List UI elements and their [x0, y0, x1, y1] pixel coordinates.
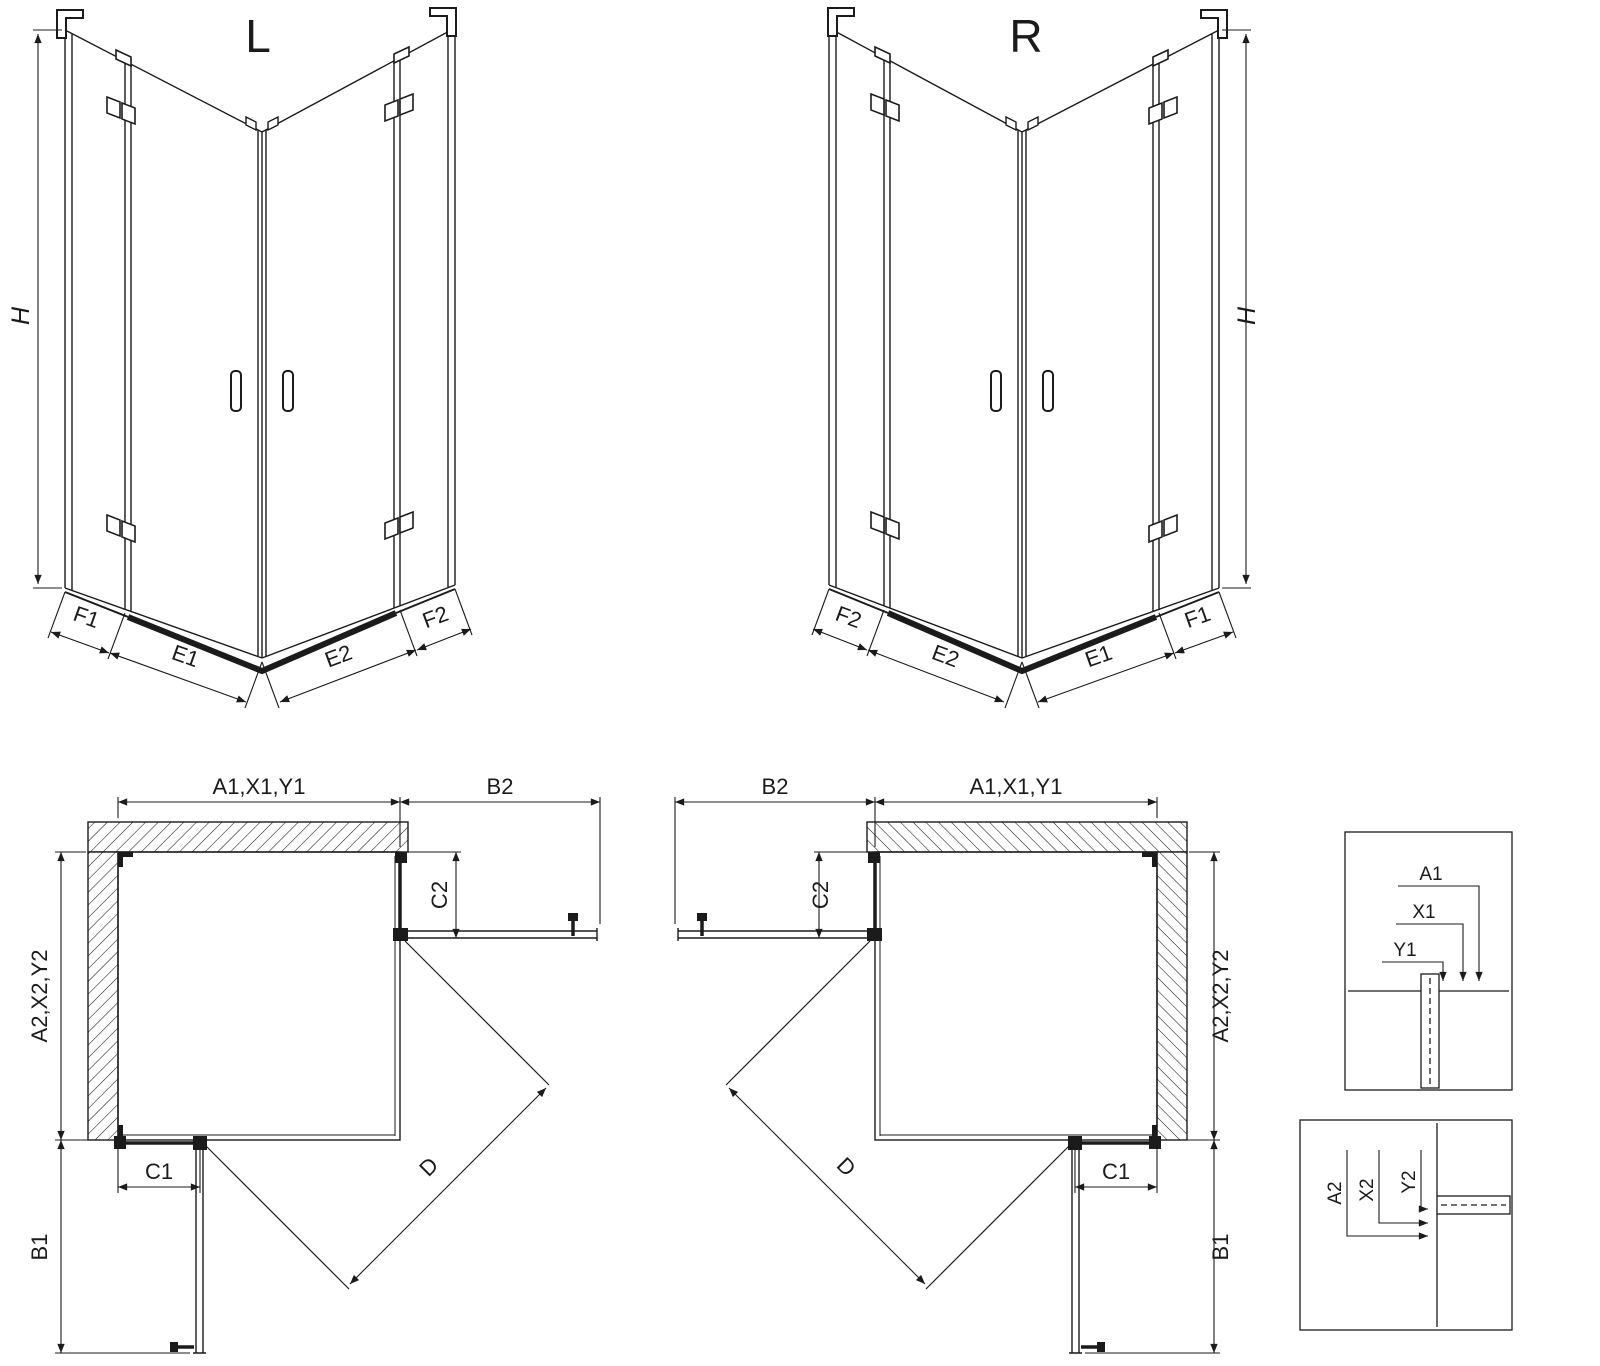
hinge-profile-right: [393, 928, 408, 941]
leader-x1: [1396, 923, 1467, 981]
plan-dimensions: [55, 797, 601, 1354]
label-d-right: D: [832, 1152, 861, 1181]
label-a2-detail: A2: [1325, 1181, 1346, 1204]
door-bottom-handle-knob: [170, 1342, 178, 1352]
dim-bottom-left-side: [47, 591, 263, 709]
shower-tray-threshold: [126, 610, 398, 675]
wall-profile-bottom-left: [114, 1136, 126, 1149]
apex-top-pivots: [245, 115, 279, 132]
label-variant-right: R: [1009, 10, 1042, 62]
right-wall-edges: [261, 27, 456, 659]
fixed-panel-outer-profile-left: [64, 30, 73, 590]
label-c2-left: C2: [427, 881, 452, 909]
label-b1-left: B1: [27, 1234, 52, 1261]
hinge-line-left: [124, 61, 132, 612]
hinge-top-left: [106, 95, 136, 126]
dim-extensions-left: [47, 591, 263, 709]
dim-e1-line: [109, 652, 247, 703]
dim-f1-line: [50, 631, 110, 654]
dim-d-line: [349, 1087, 547, 1285]
label-f2-right: F2: [832, 601, 865, 633]
label-b1-right: B1: [1208, 1234, 1233, 1261]
dim-extensions-right: [261, 588, 473, 709]
corner-profile-top-left: [118, 852, 133, 867]
dim-e2-line: [279, 649, 417, 703]
top-pivot-brackets: [115, 45, 410, 68]
leader-y2: [1418, 1150, 1428, 1213]
leader-a2: [1346, 1150, 1428, 1240]
wall-profile-top-right: [395, 852, 407, 863]
detail-top-profile-section: [1420, 973, 1440, 1089]
detail-bottom-profile-section: [1436, 1195, 1511, 1215]
detail-bottom-leaders: [1346, 1150, 1428, 1240]
hinge-profile-bottom: [193, 1136, 207, 1150]
label-variant-left: L: [245, 10, 271, 62]
left-wall-edges: [64, 29, 263, 659]
fixed-panel-outer-profile-right: [447, 25, 456, 587]
detail-box-bottom: [1299, 1119, 1513, 1331]
dim-height-extensions: [33, 29, 62, 589]
label-a1-detail: A1: [1419, 864, 1442, 885]
corner-profile-bottom-left: [118, 1125, 123, 1138]
leader-a1: [1398, 885, 1483, 981]
leader-x2: [1378, 1150, 1428, 1227]
shower-tray-inner-rim: [122, 856, 396, 1136]
hinge-bottom-right: [384, 510, 414, 541]
label-x1-detail: X1: [1412, 902, 1435, 923]
corner-apex-edges: [257, 130, 267, 658]
label-c2-right: C2: [808, 881, 833, 909]
dim-c1-extensions: [117, 1149, 201, 1193]
shower-tray-edges: [64, 588, 456, 618]
wall-bracket-top-left: [56, 9, 84, 39]
detail-box-top: [1344, 831, 1513, 1091]
door-swing-diagonals: [204, 940, 550, 1290]
label-y2-detail: Y2: [1399, 1170, 1420, 1193]
detail-top-leaders: [1382, 885, 1483, 981]
label-y1-detail: Y1: [1393, 940, 1416, 961]
label-c1-right: C1: [1102, 1159, 1130, 1184]
iso-view-left: [33, 7, 473, 709]
wall-left-hatched: [87, 851, 119, 1141]
hinge-top-right: [384, 92, 414, 123]
label-depth-right: A2,X2,Y2: [1208, 950, 1233, 1043]
label-height-right: H: [1233, 306, 1261, 325]
hinge-line-right: [393, 58, 401, 608]
label-f2-left: F2: [419, 601, 452, 633]
label-depth-left: A2,X2,Y2: [27, 950, 52, 1043]
plan-view-left: [55, 797, 601, 1354]
label-top-width-left: A1,X1,Y1: [213, 774, 306, 799]
handle-right-door: [282, 370, 294, 412]
label-x2-detail: X2: [1357, 1178, 1378, 1201]
label-height-left: H: [7, 306, 35, 325]
hinge-bottom-left: [106, 513, 136, 544]
dim-c2-extensions: [406, 851, 461, 939]
shower-tray-outline: [117, 851, 401, 1141]
detail-top-border: [1344, 831, 1513, 1091]
plan-view-right: [675, 797, 1220, 1353]
detail-bottom-border: [1299, 1119, 1513, 1331]
iso-view-right: [812, 8, 1251, 708]
label-d-left: D: [414, 1152, 443, 1181]
label-b2-right: B2: [762, 774, 789, 799]
door-right-open: [408, 928, 598, 941]
wall-bracket-top-right: [429, 7, 457, 37]
dim-f2-line: [416, 628, 472, 651]
wall-top-hatched: [87, 821, 409, 853]
door-hinges: [106, 92, 414, 544]
handle-left-door: [230, 370, 242, 412]
door-handles: [230, 370, 294, 412]
leader-y1: [1382, 961, 1447, 981]
label-c1-left: C1: [145, 1159, 173, 1184]
label-top-width-right: A1,X1,Y1: [970, 774, 1063, 799]
dim-bottom-right-side: [261, 588, 473, 709]
label-b2-left: B2: [487, 774, 514, 799]
dim-height: [33, 29, 62, 589]
door-right-handle-knob: [568, 913, 578, 921]
